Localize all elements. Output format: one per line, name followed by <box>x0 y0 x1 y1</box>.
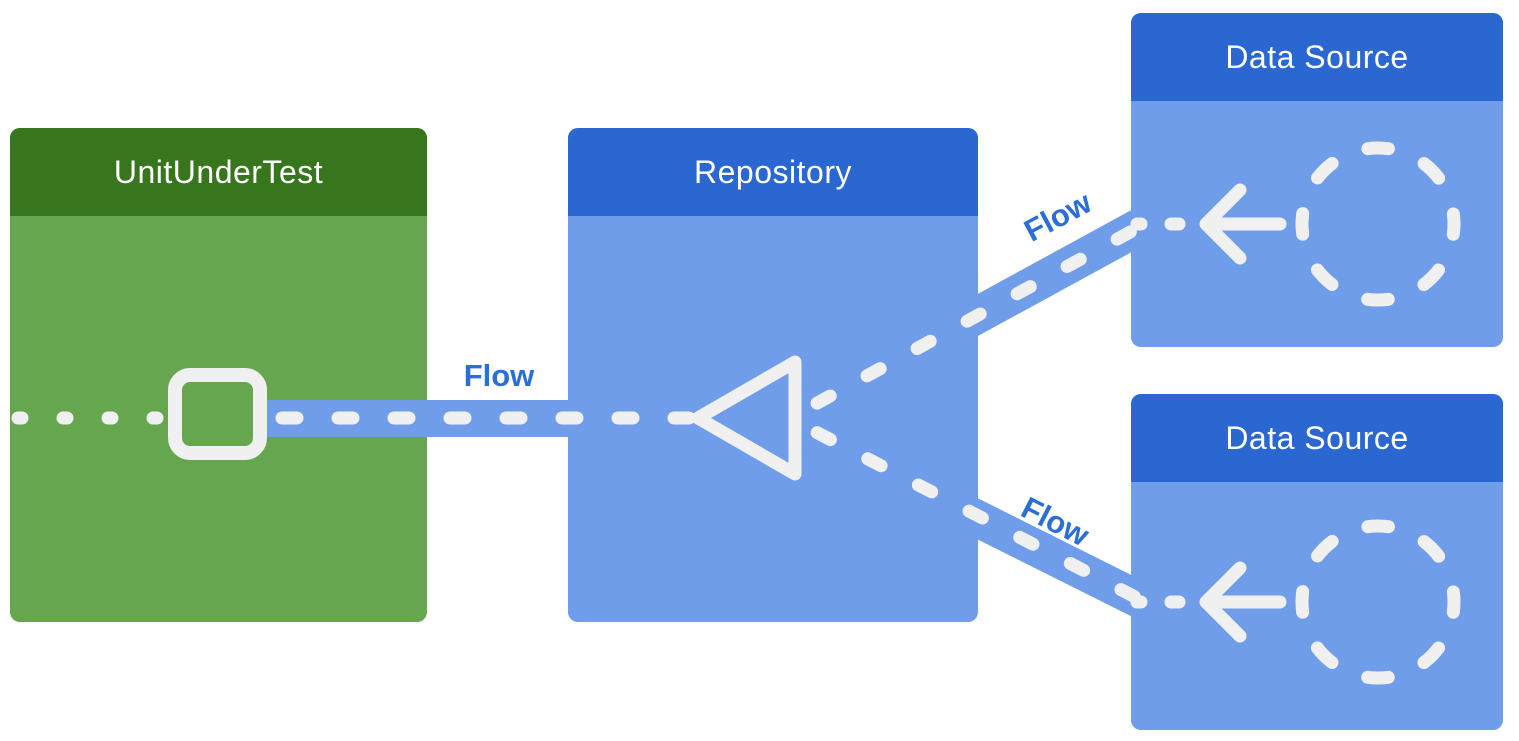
data-source-bottom-node: Data Source <box>1131 394 1503 730</box>
repository-title: Repository <box>694 153 852 190</box>
data-source-top-title: Data Source <box>1225 38 1409 75</box>
repository-node: Repository <box>568 128 978 622</box>
flow-label-bottom-right: Flow <box>1015 489 1095 554</box>
flow-label-left: Flow <box>463 358 535 393</box>
data-source-bottom-title: Data Source <box>1225 419 1409 456</box>
data-source-top-node: Data Source <box>1131 13 1503 347</box>
flow-label-top-right: Flow <box>1018 184 1098 249</box>
unit-under-test-node: UnitUnderTest <box>10 128 427 622</box>
repository-header: Repository <box>568 128 978 216</box>
unit-under-test-title: UnitUnderTest <box>113 153 324 190</box>
unit-under-test-header: UnitUnderTest <box>10 128 427 216</box>
data-source-bottom-header: Data Source <box>1131 394 1503 482</box>
data-source-top-header: Data Source <box>1131 13 1503 101</box>
